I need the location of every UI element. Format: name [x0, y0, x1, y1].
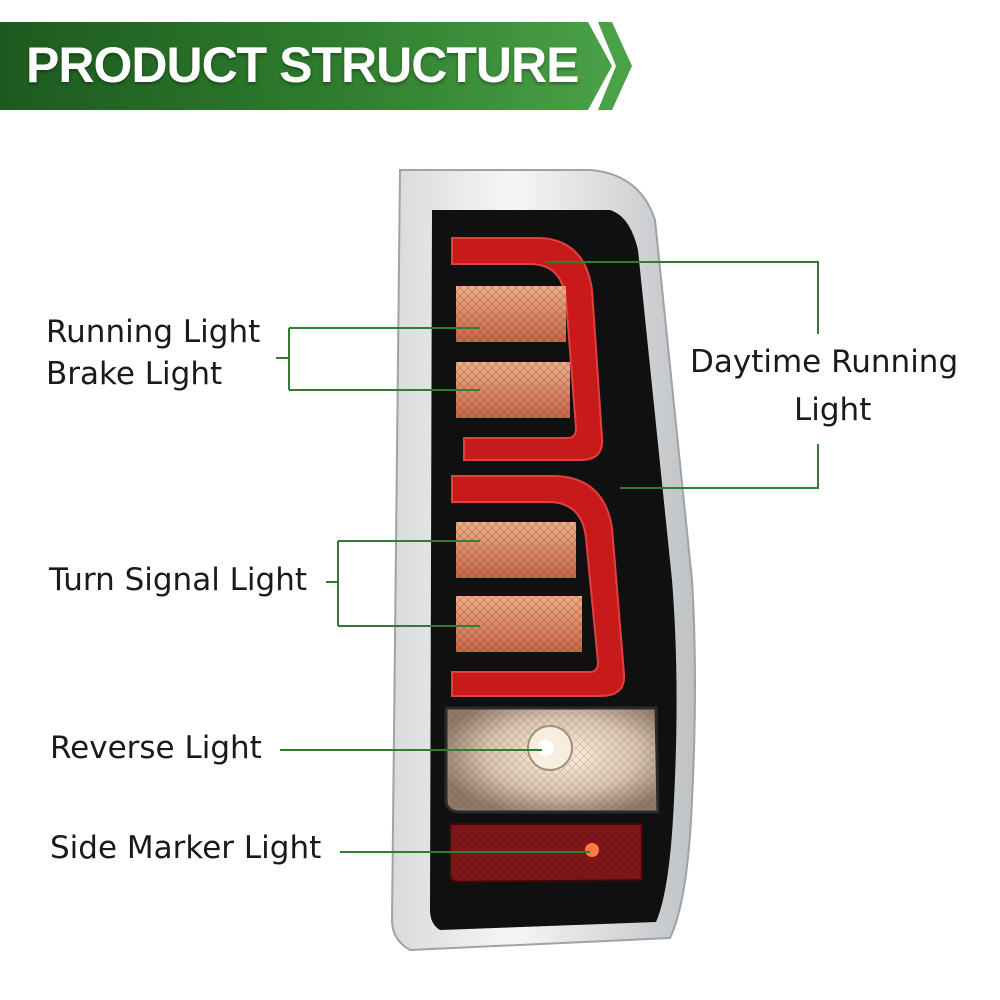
- tail-light-image: [390, 169, 696, 952]
- label-daytime-running-line2: Light: [794, 392, 872, 428]
- side-marker-led: [585, 843, 599, 857]
- section-banner: PRODUCT STRUCTURE: [0, 22, 632, 110]
- lower-drl-bar: [451, 475, 626, 697]
- label-turn-signal: Turn Signal Light: [49, 562, 308, 598]
- label-side-marker-light: Side Marker Light: [50, 830, 322, 866]
- page-title: PRODUCT STRUCTURE: [26, 37, 579, 93]
- banner-shape: [0, 22, 632, 110]
- label-daytime-running-line1: Daytime Running: [690, 344, 959, 380]
- label-running-light: Running Light: [46, 314, 261, 350]
- label-brake-light: Brake Light: [46, 356, 223, 392]
- label-reverse-light: Reverse Light: [50, 730, 262, 766]
